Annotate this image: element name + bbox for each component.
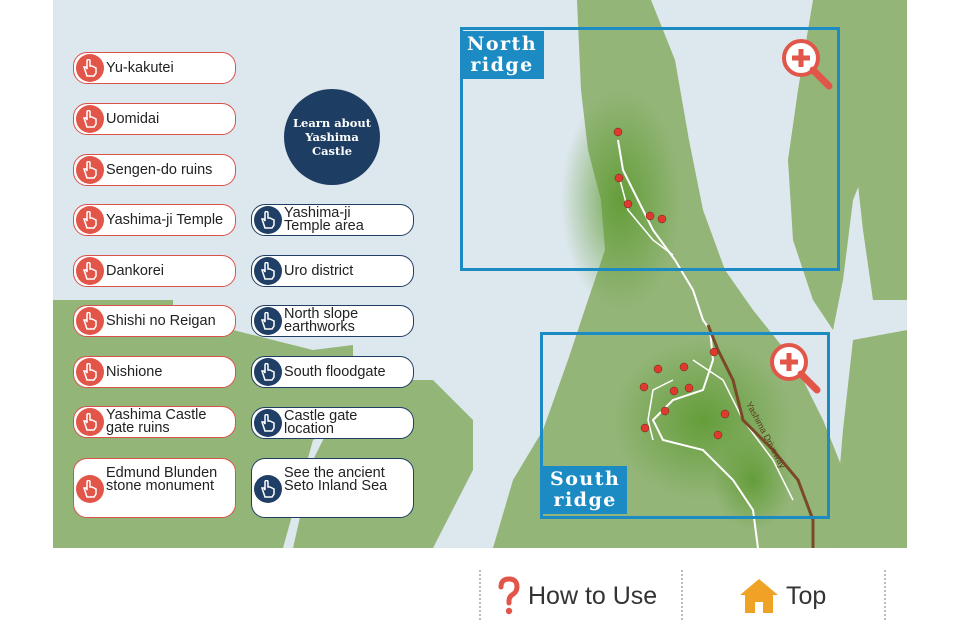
list-item-yashima-ji-temple-area[interactable]: Yashima-ji Temple area bbox=[251, 204, 414, 236]
list-item-edmund-blunden-stone-monument[interactable]: Edmund Blunden stone monument bbox=[73, 458, 236, 518]
list-item-label: Castle gate location bbox=[284, 408, 358, 437]
top-label: Top bbox=[786, 581, 827, 610]
list-item-nishione[interactable]: Nishione bbox=[73, 356, 236, 388]
hand-pointer-icon bbox=[76, 475, 104, 503]
south-ridge-zone[interactable] bbox=[540, 332, 830, 519]
north-ridge-label: North ridge bbox=[460, 31, 545, 79]
list-item-yashima-ji-temple[interactable]: Yashima-ji Temple bbox=[73, 204, 236, 236]
list-item-label: South floodgate bbox=[284, 363, 386, 380]
question-mark-icon bbox=[498, 576, 520, 615]
list-item-label: Yashima-ji Temple area bbox=[284, 205, 364, 234]
hand-pointer-icon bbox=[76, 307, 104, 335]
hand-pointer-icon bbox=[254, 206, 282, 234]
list-item-label: Edmund Blunden stone monument bbox=[106, 465, 218, 494]
how-to-use-label: How to Use bbox=[528, 581, 658, 610]
list-item-yu-kakutei[interactable]: Yu-kakutei bbox=[73, 52, 236, 84]
map-background bbox=[53, 0, 907, 548]
hand-pointer-icon bbox=[76, 156, 104, 184]
top-button[interactable]: Top bbox=[738, 576, 826, 616]
hand-pointer-icon bbox=[254, 307, 282, 335]
list-item-north-slope-earthworks[interactable]: North slope earthworks bbox=[251, 305, 414, 337]
list-item-dankorei[interactable]: Dankorei bbox=[73, 255, 236, 287]
footer-bar: How to Use Top bbox=[0, 548, 960, 640]
list-item-label: Nishione bbox=[106, 363, 163, 380]
list-item-label: Shishi no Reigan bbox=[106, 312, 216, 329]
home-icon bbox=[740, 579, 778, 613]
list-item-shishi-no-reigan[interactable]: Shishi no Reigan bbox=[73, 305, 236, 337]
list-item-label: Uro district bbox=[284, 262, 354, 279]
list-item-label: Sengen-do ruins bbox=[106, 161, 213, 178]
list-item-label: Dankorei bbox=[106, 262, 165, 279]
hand-pointer-icon bbox=[76, 54, 104, 82]
hand-pointer-icon bbox=[254, 257, 282, 285]
north-ridge-zone[interactable] bbox=[460, 27, 840, 271]
list-item-label: Yashima Castle gate ruins bbox=[106, 407, 207, 436]
list-item-label: Yu-kakutei bbox=[106, 59, 174, 76]
list-item-south-floodgate[interactable]: South floodgate bbox=[251, 356, 414, 388]
south-zoom-icon[interactable] bbox=[767, 340, 823, 396]
south-ridge-label: South ridge bbox=[543, 466, 628, 514]
north-zoom-icon[interactable] bbox=[779, 36, 835, 92]
list-item-yashima-castle-gate-ruins[interactable]: Yashima Castle gate ruins bbox=[73, 406, 236, 438]
list-item-castle-gate-location[interactable]: Castle gate location bbox=[251, 407, 414, 439]
list-item-label: North slope earthworks bbox=[284, 306, 359, 335]
list-item-label: See the ancient Seto Inland Sea bbox=[284, 465, 388, 494]
list-item-uomidai[interactable]: Uomidai bbox=[73, 103, 236, 135]
how-to-use-button[interactable]: How to Use bbox=[496, 576, 657, 616]
hand-pointer-icon bbox=[76, 358, 104, 386]
footer-divider bbox=[884, 570, 886, 620]
list-item-uro-district[interactable]: Uro district bbox=[251, 255, 414, 287]
list-item-label: Uomidai bbox=[106, 110, 160, 127]
list-item-label: Yashima-ji Temple bbox=[106, 211, 224, 228]
map-area: Yashima Driveway North ridge South ridge… bbox=[53, 0, 907, 548]
hand-pointer-icon bbox=[254, 409, 282, 437]
hand-pointer-icon bbox=[254, 475, 282, 503]
learn-about-castle-button[interactable]: Learn about Yashima Castle bbox=[284, 89, 380, 185]
hand-pointer-icon bbox=[76, 408, 104, 436]
hand-pointer-icon bbox=[76, 206, 104, 234]
footer-divider bbox=[479, 570, 481, 620]
hand-pointer-icon bbox=[76, 257, 104, 285]
hand-pointer-icon bbox=[254, 358, 282, 386]
hand-pointer-icon bbox=[76, 105, 104, 133]
list-item-sengen-do-ruins[interactable]: Sengen-do ruins bbox=[73, 154, 236, 186]
list-item-see-the-ancient-seto-inland-sea[interactable]: See the ancient Seto Inland Sea bbox=[251, 458, 414, 518]
footer-divider bbox=[681, 570, 683, 620]
